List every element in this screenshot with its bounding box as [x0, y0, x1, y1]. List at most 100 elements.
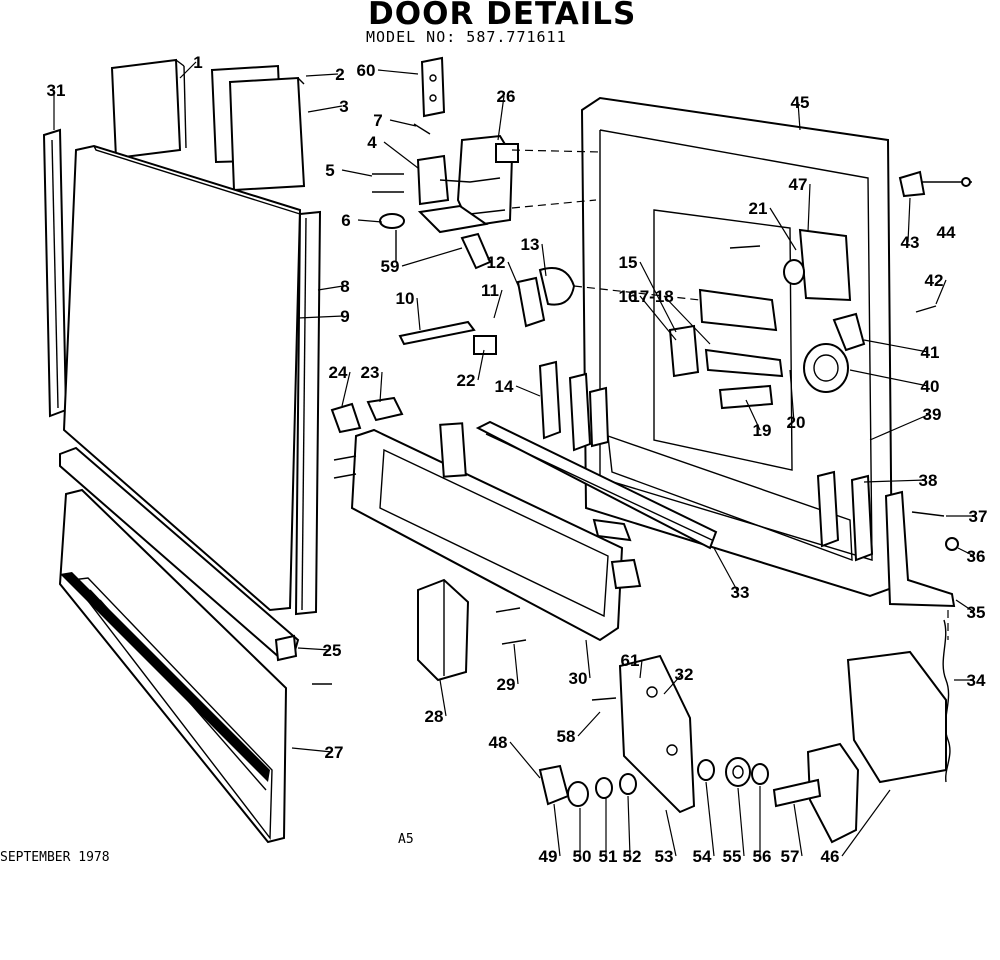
part-retainer: [619, 773, 637, 795]
leader-line-28: [439, 679, 447, 717]
leader-line-54: [705, 781, 715, 857]
leader-line-32: [663, 673, 683, 695]
callout-60: 60: [357, 61, 376, 80]
callout-17-18: 17-18: [630, 287, 673, 306]
leader-line-39: [869, 413, 931, 441]
callout-10: 10: [396, 289, 415, 308]
callout-59: 59: [381, 257, 400, 276]
part-insulation-pad: [110, 58, 182, 160]
leader-line-16: [639, 295, 677, 341]
callout-53: 53: [655, 847, 674, 866]
part-spacer: [751, 763, 769, 785]
part-right-rack-bracket: [816, 470, 840, 548]
callout-61: 61: [621, 651, 640, 670]
leader-line-2: [305, 73, 339, 77]
callout-42: 42: [925, 271, 944, 290]
callout-24: 24: [329, 363, 348, 382]
callout-19: 19: [753, 421, 772, 440]
part-hinge-nut: [945, 537, 959, 551]
leader-line-11: [493, 289, 503, 319]
callout-35: 35: [967, 603, 986, 622]
part-actuator: [516, 276, 546, 328]
callout-57: 57: [781, 847, 800, 866]
leader-line-43: [907, 197, 911, 243]
leader-line-58: [577, 711, 601, 737]
callout-33: 33: [731, 583, 750, 602]
leader-line-25: [297, 647, 331, 651]
callout-52: 52: [623, 847, 642, 866]
callout-2: 2: [335, 65, 344, 84]
leader-line-47: [807, 183, 811, 233]
part-panel-insert: [228, 76, 306, 192]
callout-58: 58: [557, 727, 576, 746]
leader-line-9: [297, 315, 344, 319]
part-door-spring: [942, 619, 951, 783]
callout-26: 26: [497, 87, 516, 106]
leader-line-8: [317, 285, 344, 291]
leader-line-42: [935, 279, 947, 305]
callout-9: 9: [340, 307, 349, 326]
callout-7: 7: [373, 111, 382, 130]
callout-6: 6: [341, 211, 350, 230]
callout-15: 15: [619, 253, 638, 272]
leader-line-12: [507, 261, 521, 291]
part-latch-lever: [417, 204, 489, 234]
callout-38: 38: [919, 471, 938, 490]
part-latch-bracket: [416, 154, 450, 206]
leader-line-61: [639, 659, 643, 679]
callout-41: 41: [921, 343, 940, 362]
callout-50: 50: [573, 847, 592, 866]
leader-line-21: [769, 207, 797, 251]
footer-date: SEPTEMBER 1978: [0, 850, 110, 865]
leader-line-40: [849, 369, 929, 387]
leader-line-35: [955, 599, 975, 613]
leader-line-52: [627, 795, 631, 857]
leader-line-22: [477, 349, 485, 381]
leader-line-10: [416, 297, 421, 331]
part-long-trim-strip: [475, 420, 718, 550]
part-latch-cam: [379, 213, 405, 229]
leader-line-20: [789, 369, 795, 423]
leader-line-49: [553, 803, 561, 857]
leader-line-29: [513, 643, 519, 685]
leader-line-4: [383, 141, 419, 169]
callout-51: 51: [599, 847, 618, 866]
leader-line-19: [745, 399, 761, 431]
leader-line-55: [737, 787, 745, 857]
leader-line-53: [665, 809, 677, 857]
callout-21: 21: [749, 199, 768, 218]
leader-line-26: [497, 95, 505, 141]
leader-line-57: [793, 803, 803, 857]
callout-49: 49: [539, 847, 558, 866]
leader-line-23: [379, 371, 383, 403]
part-hinge-arm: [806, 742, 860, 844]
part-latch-switch: [538, 267, 576, 306]
model-number: MODEL NO: 587.771611: [366, 28, 567, 46]
callout-25: 25: [323, 641, 342, 660]
leader-line-38: [863, 479, 927, 483]
leader-line-48: [509, 741, 541, 779]
callout-28: 28: [425, 707, 444, 726]
callout-22: 22: [457, 371, 476, 390]
part-shaft: [772, 778, 822, 808]
callout-47: 47: [789, 175, 808, 194]
screw-hardware: [312, 123, 972, 701]
callout-29: 29: [497, 675, 516, 694]
callout-34: 34: [967, 671, 986, 690]
callout-31: 31: [47, 81, 66, 100]
callout-39: 39: [923, 405, 942, 424]
callout-32: 32: [675, 665, 694, 684]
part-rinse-aid-bracket: [668, 324, 700, 378]
part-dispenser-lever: [832, 312, 866, 352]
part-vertical-side-trim: [294, 210, 322, 616]
part-hinge-housing: [846, 650, 947, 784]
callout-55: 55: [723, 847, 742, 866]
leader-line-14: [515, 385, 541, 397]
callout-27: 27: [325, 743, 344, 762]
callout-11: 11: [481, 281, 499, 300]
callout-44: 44: [937, 223, 956, 242]
leader-line-30: [585, 639, 591, 679]
part-roller: [567, 781, 589, 807]
